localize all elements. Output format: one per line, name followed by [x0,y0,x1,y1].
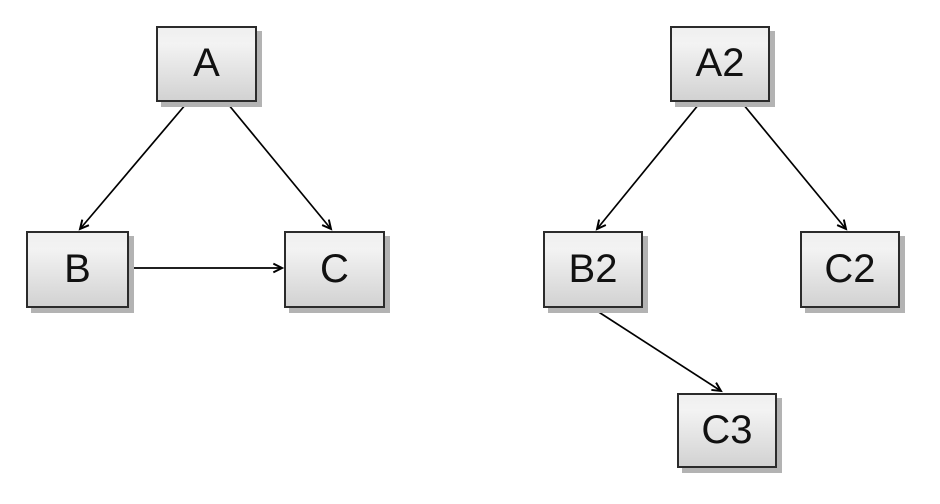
node-c3-label: C3 [701,407,753,452]
edge-a2-to-b2[interactable] [597,103,700,229]
node-b-label: B [64,246,91,291]
node-a2[interactable]: A2 [670,26,770,102]
edge-a2-to-c2[interactable] [742,103,846,229]
node-c3[interactable]: C3 [677,393,777,468]
edge-b2-to-c3[interactable] [593,308,721,391]
edge-a-to-c[interactable] [227,103,331,229]
edge-a-to-b[interactable] [80,103,187,229]
node-c2[interactable]: C2 [800,231,900,308]
node-b[interactable]: B [26,231,129,308]
node-a-label: A [193,41,220,85]
node-c2-label: C2 [824,246,876,291]
node-a[interactable]: A [156,26,257,102]
node-b2[interactable]: B2 [543,231,643,308]
node-a2-label: A2 [695,41,745,85]
node-b2-label: B2 [568,246,618,291]
node-c[interactable]: C [284,231,385,308]
node-c-label: C [320,246,349,291]
